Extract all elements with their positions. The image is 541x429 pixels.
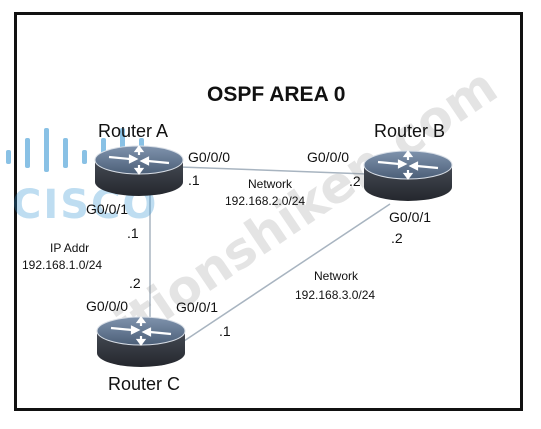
router-c-label: Router C [108,374,180,394]
router-a-g000-host: .1 [188,172,200,188]
link-b-c [177,203,391,346]
router-a-g001-host: .1 [127,225,139,241]
router-c-g000-host: .2 [129,275,141,291]
network-ac-subnet: 192.168.1.0/24 [22,258,102,272]
link-a-b [179,166,368,175]
router-c-g000-label: G0/0/0 [86,298,128,314]
router-b-g001-host: .2 [391,230,403,246]
router-c-g001-host: .1 [219,323,231,339]
network-bc-subnet: 192.168.3.0/24 [295,288,375,302]
network-bc-label: Network [314,269,359,283]
router-b-label: Router B [374,121,445,141]
router-b-g001-label: G0/0/1 [389,209,431,225]
router-a-label: Router A [98,121,168,141]
network-ab-label: Network [248,177,293,191]
router-a-g001-label: G0/0/1 [86,201,128,217]
network-ab-subnet: 192.168.2.0/24 [225,194,305,208]
router-b[interactable] [362,149,454,203]
router-b-g000-label: G0/0/0 [307,149,349,165]
router-a[interactable] [93,144,185,198]
router-c[interactable] [95,315,187,369]
router-b-g000-host: .2 [349,173,361,189]
diagram-frame [14,12,523,411]
network-ac-label: IP Addr [50,241,89,255]
diagram-title: OSPF AREA 0 [207,83,345,106]
router-a-g000-label: G0/0/0 [188,149,230,165]
router-c-g001-label: G0/0/1 [176,299,218,315]
